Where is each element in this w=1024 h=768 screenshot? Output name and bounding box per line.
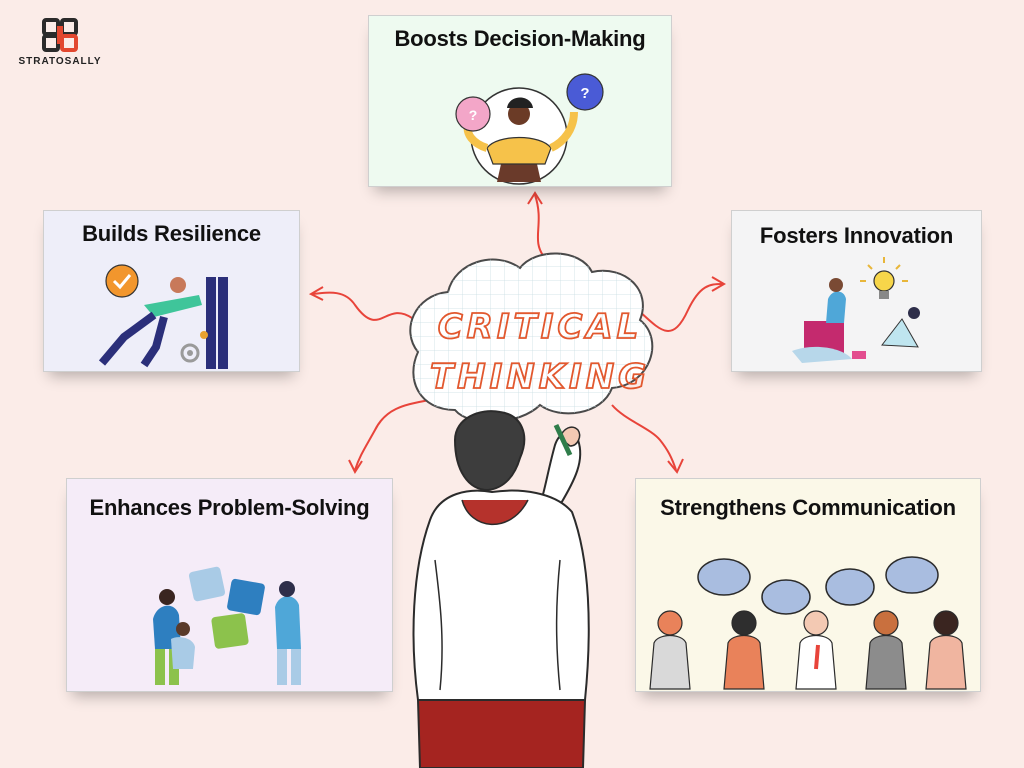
- arrow-to-resilience: [312, 291, 413, 321]
- logo-text: STRATOSALLY: [18, 56, 102, 67]
- card-title-communication: Strengthens Communication: [660, 495, 956, 520]
- card-title-resilience: Builds Resilience: [82, 221, 261, 246]
- arrow-to-decision: [534, 194, 546, 259]
- card-problem-solving: Enhances Problem-Solving: [66, 478, 393, 692]
- card-strengthens-communication: Strengthens Communication: [635, 478, 981, 692]
- stratosally-logo-icon: [42, 18, 78, 52]
- resilience-illustration: [98, 264, 228, 369]
- arrow-to-innovation: [637, 283, 723, 332]
- card-builds-resilience: Builds Resilience: [43, 210, 300, 372]
- card-fosters-innovation: Fosters Innovation: [731, 210, 982, 372]
- center-title-line2: THINKING: [430, 357, 650, 397]
- card-title-innovation: Fosters Innovation: [759, 223, 954, 248]
- communication-illustration: [649, 556, 967, 690]
- connector-arrows: [308, 191, 726, 475]
- innovation-illustration: [792, 257, 920, 363]
- svg-text:?: ?: [580, 85, 589, 102]
- center-title-line1: CRITICAL: [438, 307, 643, 347]
- svg-text:?: ?: [469, 107, 478, 123]
- card-title-decision: Boosts Decision-Making: [394, 26, 646, 51]
- decision-making-illustration: ? ?: [455, 73, 604, 185]
- card-decision-making: Boosts Decision-Making ? ?: [368, 15, 672, 187]
- brand-logo: STRATOSALLY: [14, 16, 106, 67]
- arrow-to-communication: [611, 404, 677, 471]
- thinking-person-illustration: [412, 410, 590, 768]
- problem-solving-illustration: [153, 566, 301, 685]
- card-title-problem: Enhances Problem-Solving: [89, 495, 370, 520]
- thought-cloud: CRITICAL THINKING: [409, 252, 654, 423]
